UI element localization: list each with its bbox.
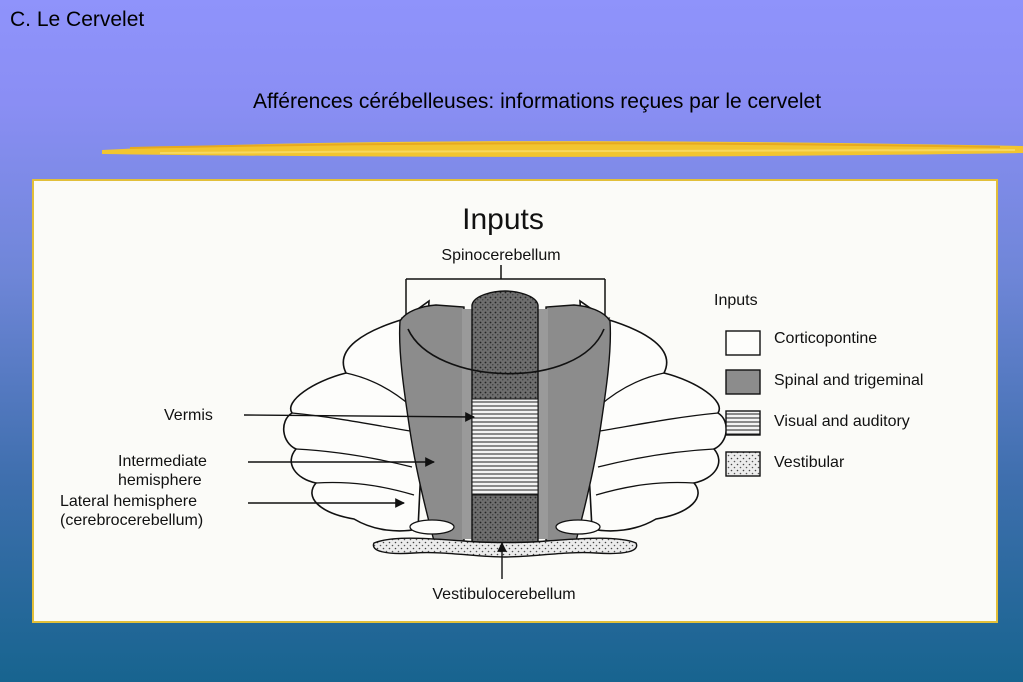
highlighter-stroke: [0, 128, 1023, 168]
legend-swatch-vestibular: [726, 452, 760, 476]
legend-label-vestibular: Vestibular: [774, 454, 845, 471]
lateral-label-line2: (cerebrocerebellum): [60, 512, 203, 529]
legend-label-spinal: Spinal and trigeminal: [774, 372, 923, 389]
slide-subtitle: Afférences cérébelleuses: informations r…: [253, 90, 821, 114]
vermis-label: Vermis: [164, 407, 213, 424]
legend-label-visual: Visual and auditory: [774, 413, 910, 430]
legend-swatch-visual: [726, 411, 760, 435]
vermis-lined-band: [472, 399, 538, 495]
intermediate-label-line2: hemisphere: [118, 472, 202, 489]
legend-swatch-spinal: [726, 370, 760, 394]
vestibulocerebellum-label: Vestibulocerebellum: [432, 586, 575, 603]
diagram-panel: Inputs Spinocerebellum: [32, 179, 998, 623]
diagram-title: Inputs: [462, 203, 544, 236]
cerebellum-drawing: [284, 291, 727, 557]
intermediate-label-line1: Intermediate: [118, 453, 207, 470]
section-title: C. Le Cervelet: [10, 8, 144, 32]
spinocerebellum-label: Spinocerebellum: [441, 247, 560, 264]
legend-swatch-corticopontine: [726, 331, 760, 355]
legend-title: Inputs: [714, 292, 758, 309]
legend: Inputs Corticopontine Spinal and trigemi…: [714, 292, 923, 476]
lateral-label-line1: Lateral hemisphere: [60, 493, 197, 510]
legend-label-corticopontine: Corticopontine: [774, 330, 877, 347]
